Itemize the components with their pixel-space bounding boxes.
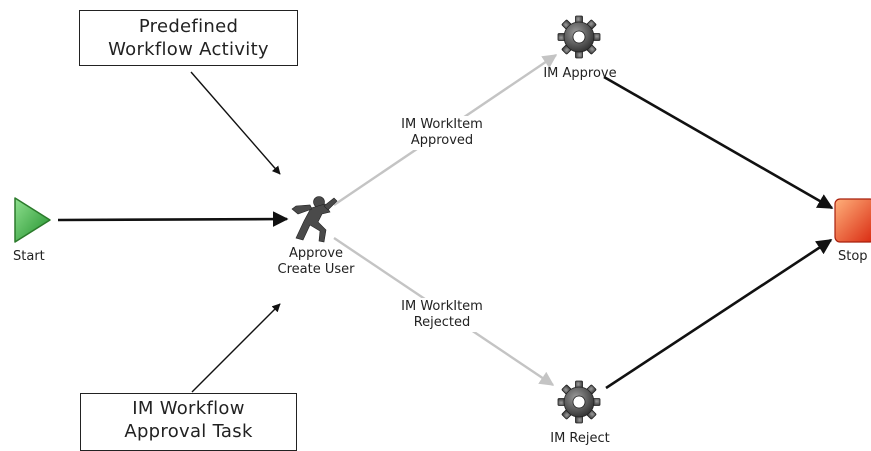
stop-icon[interactable]: [834, 198, 871, 243]
transition-reject-to-stop: [605, 238, 833, 390]
transition-start-to-activity: [57, 211, 289, 227]
activity-label-line: Create User: [277, 262, 355, 277]
edge-label-line: IM WorkItem: [401, 299, 483, 314]
stop-node-label: Stop: [838, 249, 868, 264]
connector-predefined-to-activity: [190, 71, 281, 175]
running-person-icon[interactable]: [291, 196, 338, 243]
activity-label-line: Approve: [288, 246, 344, 261]
predefined-workflow-activity-callout: Predefined Workflow Activity: [79, 10, 298, 66]
im-reject-label: IM Reject: [550, 431, 610, 446]
approved-transition-label: IM WorkItem Approved: [391, 116, 493, 150]
play-icon[interactable]: [14, 197, 51, 243]
gear-icon[interactable]: [557, 380, 601, 424]
callout-line: IM Workflow: [132, 398, 245, 419]
rejected-transition-label: IM WorkItem Rejected: [391, 298, 493, 332]
connector-approval-task-to-activity: [191, 303, 281, 393]
callout-line: Workflow Activity: [108, 39, 269, 60]
edge-label-line: Approved: [410, 133, 474, 148]
gear-icon[interactable]: [557, 15, 601, 59]
edge-label-line: IM WorkItem: [401, 117, 483, 132]
im-workflow-approval-task-callout: IM Workflow Approval Task: [80, 393, 297, 451]
im-approve-label: IM Approve: [543, 66, 617, 81]
callout-line: Predefined: [138, 16, 239, 37]
start-node-label: Start: [13, 249, 45, 264]
transition-approve-to-stop: [603, 75, 834, 210]
activity-node-label: Approve Create User: [274, 246, 358, 278]
edge-label-line: Rejected: [413, 315, 471, 330]
callout-line: Approval Task: [124, 421, 253, 442]
